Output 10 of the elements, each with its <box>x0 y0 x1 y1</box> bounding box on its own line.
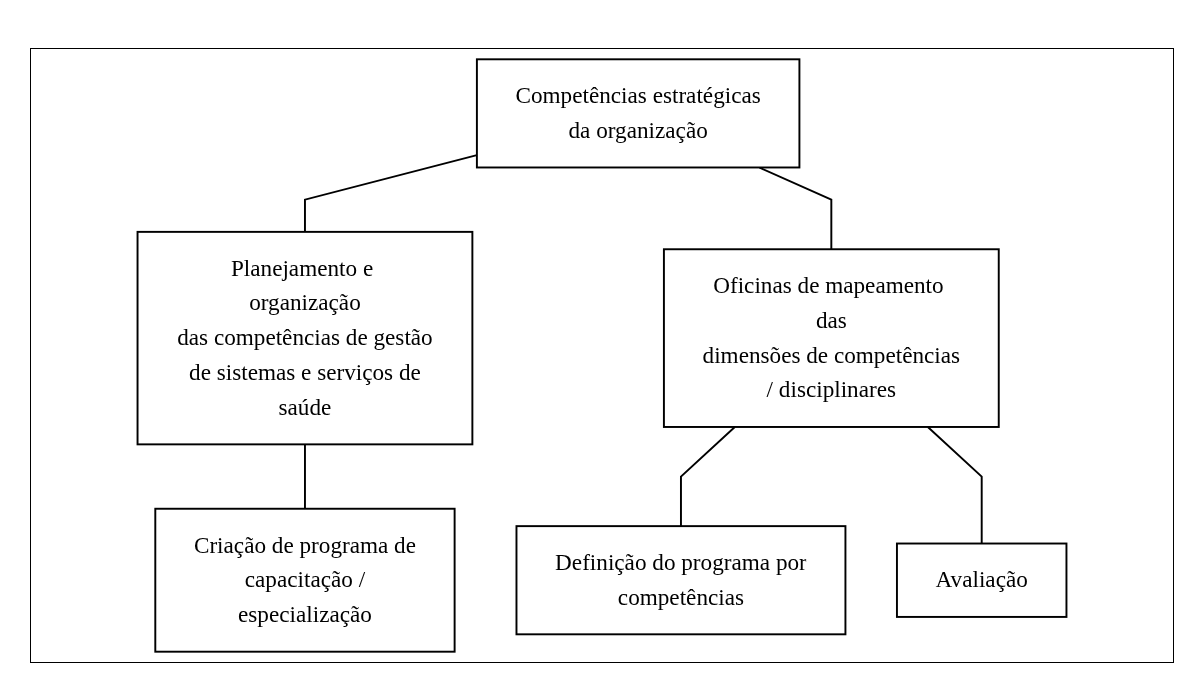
node-box: Criação de programa de capacitação / especialização <box>154 507 456 653</box>
connector <box>680 426 736 528</box>
node-box: Competências estratégicas da organização <box>475 58 801 169</box>
node-box: Avaliação <box>896 542 1068 618</box>
node-box: Planejamento e organização das competências de gestão de sistemas e serviços de saúde <box>136 230 474 446</box>
node-box: Oficinas de mapeamento das dimensões de competências / disciplinares <box>662 248 1000 428</box>
connector <box>926 426 983 545</box>
connector <box>758 166 833 251</box>
connector <box>304 443 306 510</box>
node-box: Definição do programa por competências <box>515 525 847 636</box>
